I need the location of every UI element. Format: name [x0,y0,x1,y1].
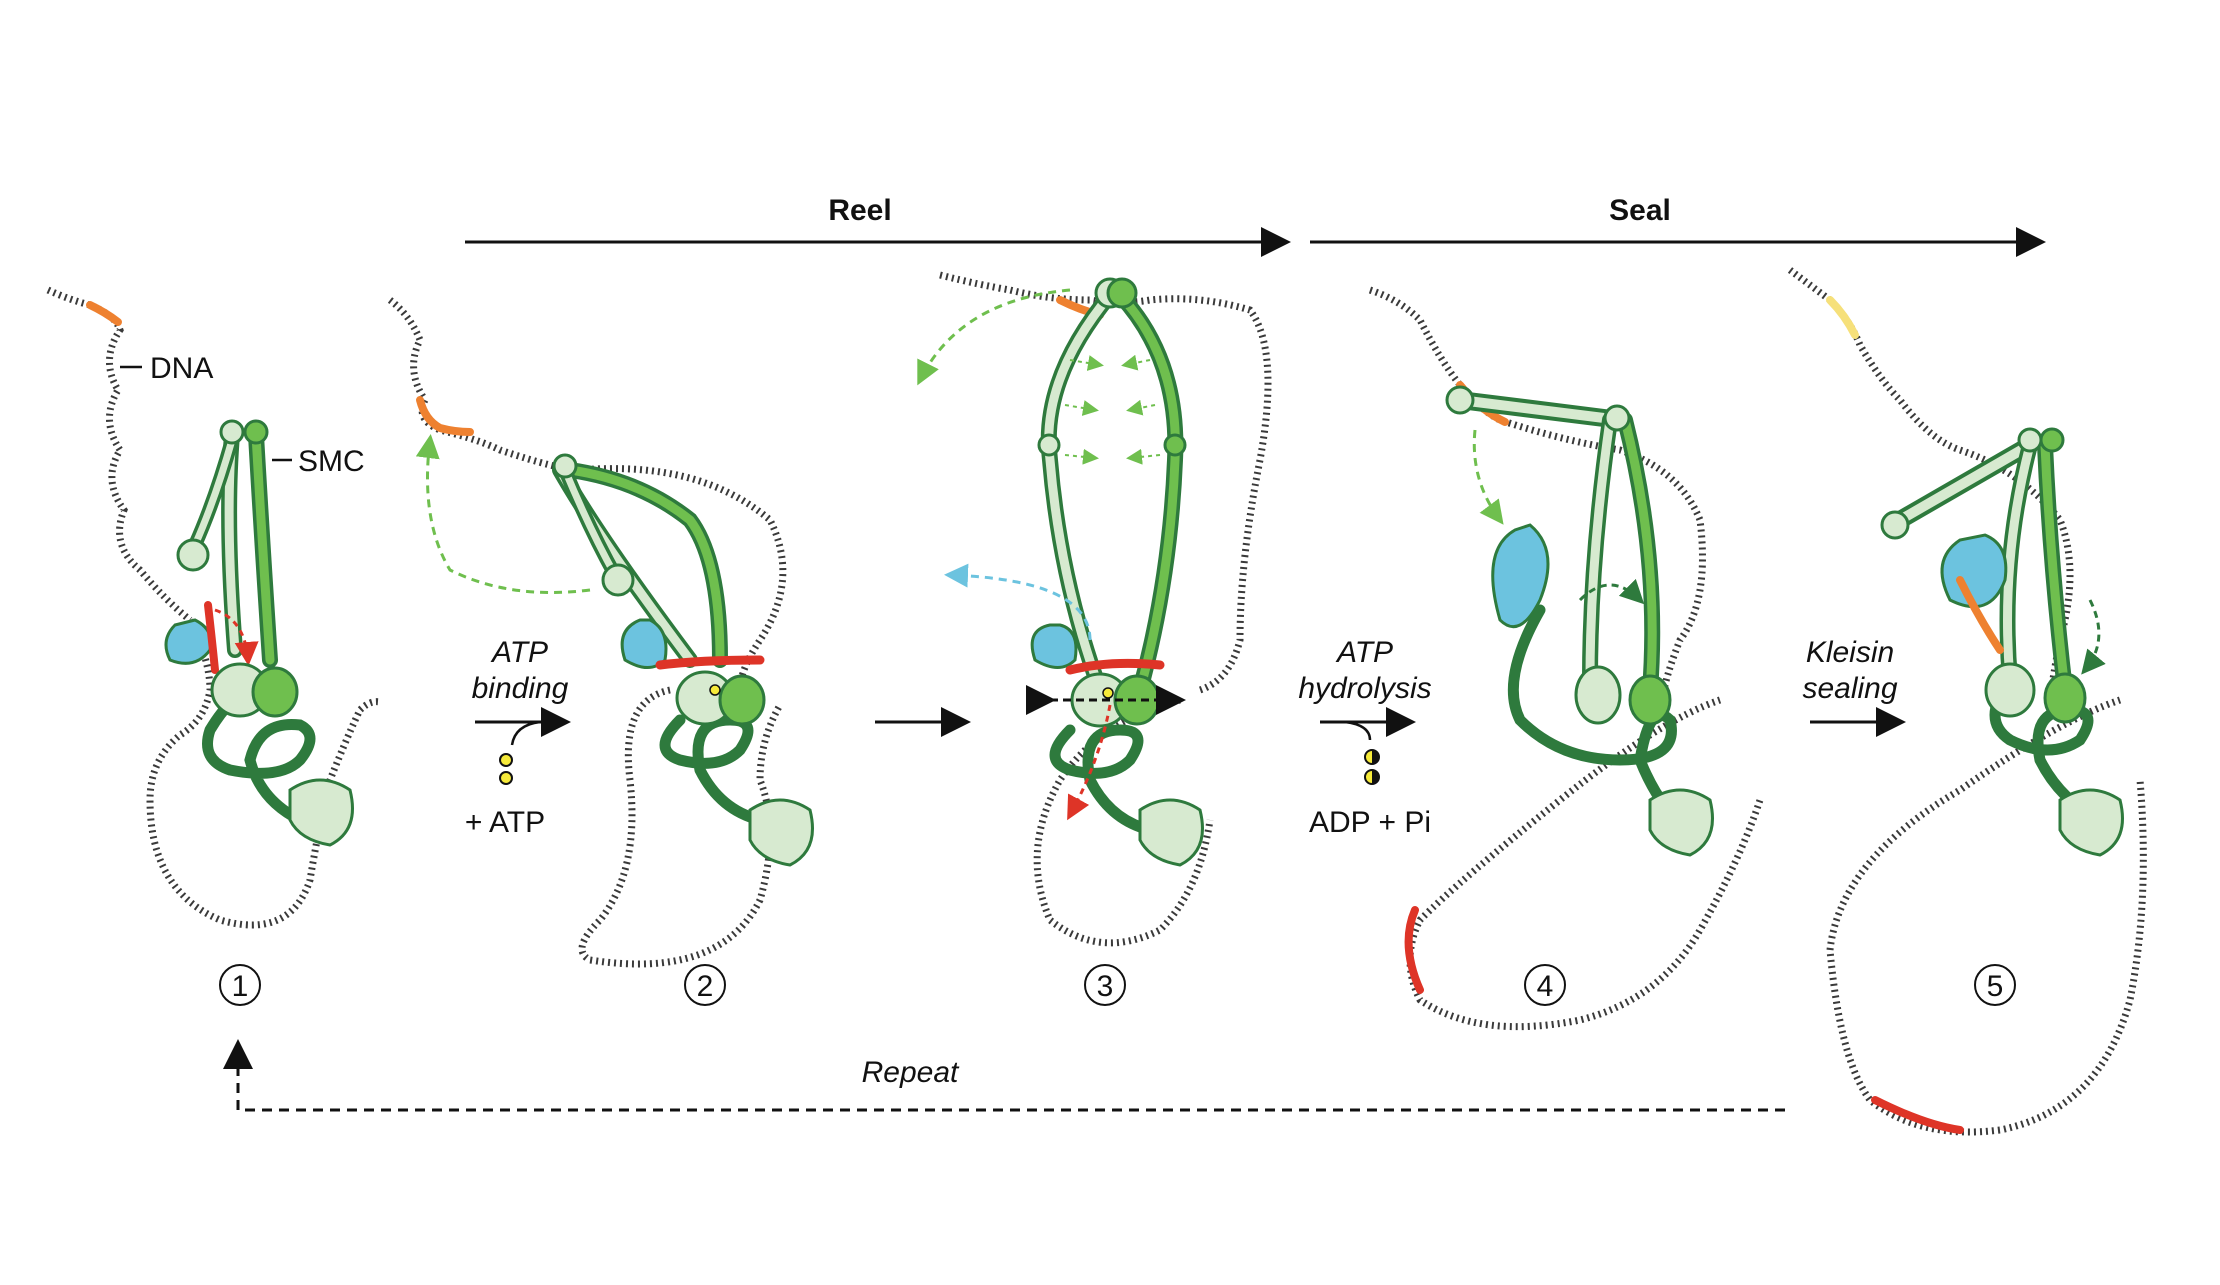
stage-4-complex [1368,286,1764,1031]
step-5-marker: 5 [1974,964,2016,1006]
dna-strand-top [46,286,193,623]
reel-label: Reel [828,194,891,227]
atp-binding-line2: binding [472,672,569,705]
stage-2-complex [387,297,814,968]
svg-text:2: 2 [697,970,714,1003]
smc-label: SMC [272,445,365,478]
dna-site-red [204,601,219,674]
stage-3-complex [917,271,1272,947]
kleisin-sealing-transition: Kleisin sealing [1802,636,1906,737]
repeat-label: Repeat [862,1056,960,1089]
hinge-right [243,419,269,445]
head-green [251,666,299,718]
dna-label-text: DNA [150,352,213,385]
step-4-marker: 4 [1524,964,1566,1006]
reel-phase-arrow: Reel [465,194,1291,257]
hawk-blue [164,618,213,665]
lower-subunit [288,778,354,847]
repeat-arrow: Repeat [223,1039,1785,1112]
svg-text:1: 1 [232,970,249,1003]
smc-arm-green [251,430,275,665]
step-3-marker: 3 [1084,964,1126,1006]
svg-text:3: 3 [1097,970,1114,1003]
atp-molecule [499,771,513,785]
kleisin-path [202,682,346,829]
step-1-marker: 1 [219,964,261,1006]
plus-atp-label: + ATP [465,806,545,839]
seal-phase-arrow: Seal [1310,194,2046,257]
svg-text:4: 4 [1537,970,1554,1003]
stage-5-complex [1787,267,2147,1136]
atp-binding-transition: ATP binding + ATP [465,636,571,839]
atp-hydrolysis-line2: hydrolysis [1298,672,1431,705]
step-2-marker: 2 [684,964,726,1006]
stage-1-complex [46,286,381,929]
dna-site-orange [86,301,122,326]
atp-hydrolysis-line1: ATP [1335,636,1393,669]
hawk-head [176,538,210,572]
adp-pi-label: ADP + Pi [1309,806,1431,839]
kleisin-line1: Kleisin [1806,636,1894,669]
atp-molecule [499,753,513,767]
dna-loop [146,618,381,929]
kleisin-line2: sealing [1802,672,1897,705]
atp-binding-line1: ATP [490,636,548,669]
hinge-left [219,419,245,445]
svg-text:5: 5 [1987,970,2004,1003]
smc-label-text: SMC [298,445,365,478]
atp-hydrolysis-transition: ATP hydrolysis ADP + Pi [1298,636,1431,839]
seal-label: Seal [1609,194,1671,227]
dna-label: DNA [120,352,213,385]
